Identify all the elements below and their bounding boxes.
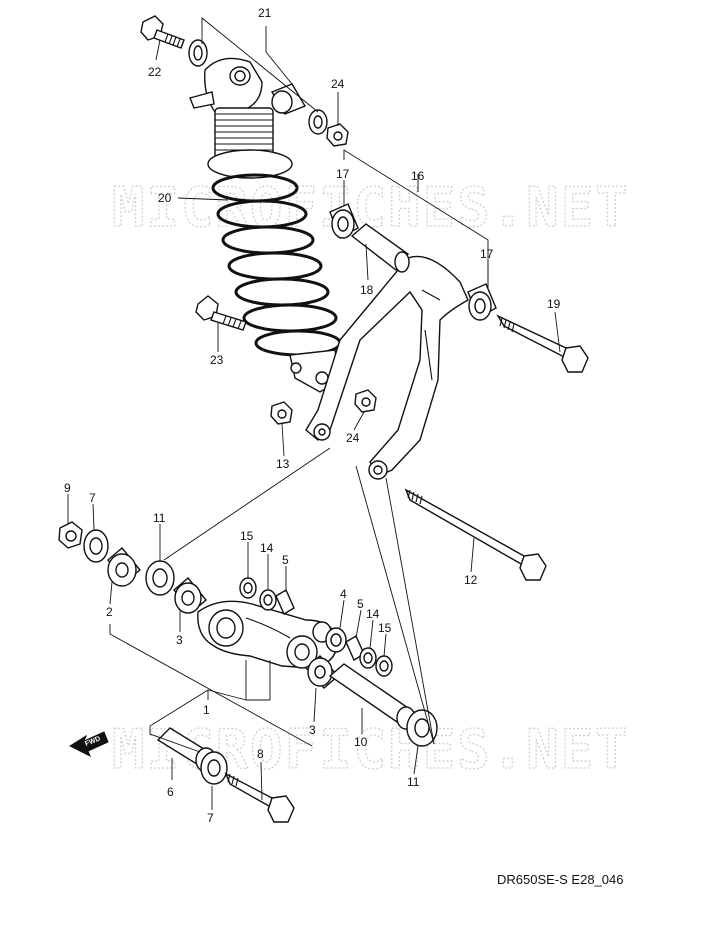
diagram-reference-code: DR650SE-S E28_046 bbox=[497, 872, 623, 887]
callout-15-right: 15 bbox=[378, 621, 392, 635]
callout-12: 12 bbox=[464, 573, 478, 587]
callout-22: 22 bbox=[148, 65, 162, 79]
rod-bolt-lower bbox=[404, 488, 547, 581]
callout-10: 10 bbox=[354, 735, 368, 749]
callout-14-left: 14 bbox=[260, 541, 274, 555]
callout-11-right: 11 bbox=[407, 775, 420, 789]
callout-11-left: 11 bbox=[153, 511, 166, 525]
rear-shock-absorber bbox=[189, 57, 342, 393]
callout-24-lower: 24 bbox=[346, 431, 360, 445]
forward-direction-arrow: FWD bbox=[68, 731, 109, 758]
callout-20: 20 bbox=[158, 191, 172, 205]
callout-18: 18 bbox=[360, 283, 374, 297]
callout-13: 13 bbox=[276, 457, 290, 471]
lever-rear-bolt bbox=[224, 772, 295, 823]
callout-17-left: 17 bbox=[336, 167, 350, 181]
callout-labels: 21 22 24 16 17 17 20 18 19 23 24 13 9 7 … bbox=[64, 6, 561, 825]
leader-lines bbox=[67, 17, 561, 810]
callout-3-right: 3 bbox=[309, 723, 316, 737]
callout-3-left: 3 bbox=[176, 633, 183, 647]
callout-7-lower: 7 bbox=[207, 811, 214, 825]
cushion-rod bbox=[305, 255, 469, 480]
callout-5-left: 5 bbox=[282, 553, 289, 567]
callout-4: 4 bbox=[340, 587, 347, 601]
callout-2: 2 bbox=[106, 605, 113, 619]
callout-16: 16 bbox=[411, 169, 425, 183]
callout-5-right: 5 bbox=[357, 597, 364, 611]
callout-7-upper: 7 bbox=[89, 491, 96, 505]
callout-17-right: 17 bbox=[480, 247, 494, 261]
callout-23: 23 bbox=[210, 353, 224, 367]
callout-1: 1 bbox=[203, 703, 210, 717]
rod-sleeve bbox=[350, 223, 409, 271]
cushion-lever bbox=[197, 600, 339, 669]
shock-lower-bolt bbox=[195, 295, 247, 331]
collar-5-left bbox=[275, 588, 295, 616]
callout-19: 19 bbox=[547, 297, 561, 311]
callout-9: 9 bbox=[64, 481, 71, 495]
callout-14-right: 14 bbox=[366, 607, 380, 621]
callout-24-top: 24 bbox=[331, 77, 345, 91]
callout-6: 6 bbox=[167, 785, 174, 799]
callout-21: 21 bbox=[258, 6, 272, 20]
upper-shock-bolt bbox=[140, 15, 185, 49]
rod-bolt-upper bbox=[496, 314, 589, 373]
callout-15-left: 15 bbox=[240, 529, 254, 543]
callout-8: 8 bbox=[257, 747, 264, 761]
